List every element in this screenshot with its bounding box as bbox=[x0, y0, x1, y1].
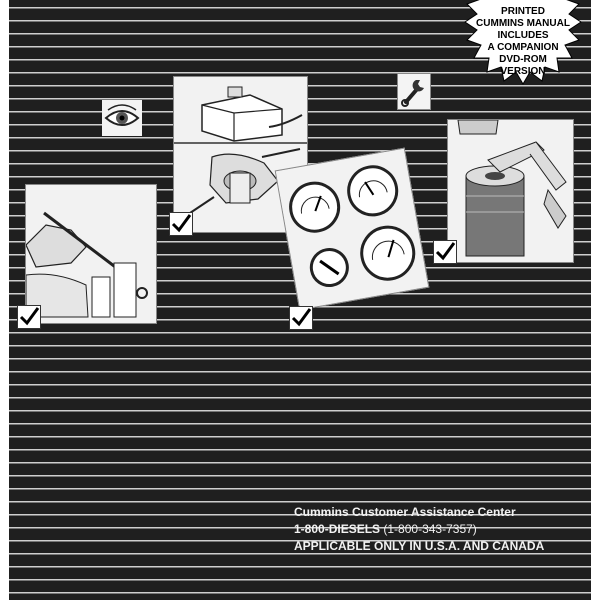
badge-line: CUMMINS MANUAL bbox=[476, 18, 570, 29]
starburst-shape bbox=[464, 0, 582, 85]
phone-number: 1-800-DIESELS bbox=[294, 522, 381, 536]
phone-number-numeric: (1-800-343-7357) bbox=[383, 522, 477, 536]
badge-line: DVD-ROM bbox=[499, 54, 547, 65]
dvd-badge: PRINTED CUMMINS MANUAL INCLUDES A COMPAN… bbox=[457, 0, 589, 90]
eye-icon bbox=[102, 100, 142, 136]
page-margin-left bbox=[0, 0, 9, 600]
photo-fuel-tank bbox=[173, 76, 308, 233]
checkmark-icon bbox=[169, 212, 193, 236]
checkmark-icon bbox=[17, 305, 41, 329]
assistance-center-title: Cummins Customer Assistance Center bbox=[294, 505, 516, 519]
badge-line: PRINTED bbox=[501, 6, 545, 17]
badge-line: INCLUDES bbox=[497, 30, 549, 41]
badge-line: VERSION bbox=[500, 66, 546, 77]
assistance-phone-line: 1-800-DIESELS (1-800-343-7357) bbox=[294, 521, 544, 538]
badge-line: A COMPANION bbox=[487, 42, 559, 53]
checkmark-icon bbox=[289, 306, 313, 330]
photo-gauges bbox=[274, 147, 430, 311]
assistance-info: Cummins Customer Assistance Center 1-800… bbox=[294, 504, 544, 555]
page-margin-right bbox=[591, 0, 600, 600]
region-notice: APPLICABLE ONLY IN U.S.A. AND CANADA bbox=[294, 539, 545, 553]
wrench-icon bbox=[397, 73, 431, 110]
badge-text: PRINTED CUMMINS MANUAL INCLUDES A COMPAN… bbox=[457, 6, 589, 78]
photo-oil-filter bbox=[447, 119, 574, 263]
checkmark-icon bbox=[433, 240, 457, 264]
photo-dipstick bbox=[25, 184, 157, 324]
manual-cover: PRINTED CUMMINS MANUAL INCLUDES A COMPAN… bbox=[9, 0, 591, 600]
